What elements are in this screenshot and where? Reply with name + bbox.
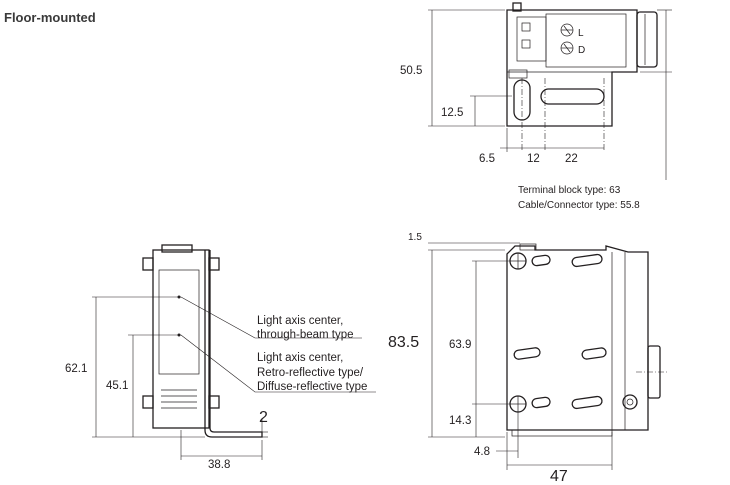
dim-c: 22 xyxy=(565,153,578,165)
dim-width-side: 38.8 xyxy=(208,459,230,471)
dim-hole-pitch: 63.9 xyxy=(449,339,471,351)
callout-2-line1: Light axis center, xyxy=(257,352,343,364)
switch-mark-2: D xyxy=(578,45,585,56)
top-view-top-stub xyxy=(512,2,522,12)
dim-slot: 12.5 xyxy=(441,107,463,119)
side-view-bracket xyxy=(204,250,263,438)
callout-1-line2: through-beam type xyxy=(257,329,354,341)
dim-height-front: 83.5 xyxy=(388,334,419,351)
dim-hole-side: 4.8 xyxy=(474,446,490,458)
callout-1-line1: Light axis center, xyxy=(257,315,343,327)
dim-mid: 45.1 xyxy=(106,380,128,392)
note-terminal: Terminal block type: 63 xyxy=(518,185,621,196)
callout-2-line2: Retro-reflective type/ xyxy=(257,367,364,379)
leader-1 xyxy=(180,296,362,339)
dim-thickness: 2 xyxy=(259,409,268,426)
side-view: 62.1 45.1 38.8 2 Light axis center, thro… xyxy=(65,244,376,471)
top-view-connector xyxy=(636,11,658,68)
dim-hole-bottom: 14.3 xyxy=(449,415,471,427)
dim-top-offset: 1.5 xyxy=(408,232,422,243)
front-view: 1.5 83.5 63.9 14.3 4.8 47 xyxy=(388,232,668,485)
side-view-body xyxy=(152,249,210,429)
dim-a: 6.5 xyxy=(479,153,495,165)
top-view-horizontal-slot xyxy=(540,88,605,105)
note-cable: Cable/Connector type: 55.8 xyxy=(518,200,640,211)
top-view-body-outline xyxy=(506,9,638,127)
callout-2-line3: Diffuse-reflective type xyxy=(257,381,367,393)
dim-total: 62.1 xyxy=(65,363,87,375)
side-view-lens xyxy=(158,269,200,375)
figure-title: Floor-mounted xyxy=(4,10,96,25)
dim-height-top: 50.5 xyxy=(400,65,422,77)
leader-2 xyxy=(180,334,376,393)
switch-mark-1: L xyxy=(578,28,584,39)
top-view-window xyxy=(516,16,547,62)
dim-b: 12 xyxy=(527,153,540,165)
top-view: L D 50.5 12.5 6.5 12 22 Terminal block t… xyxy=(400,2,672,211)
dim-width-front: 47 xyxy=(550,468,568,485)
